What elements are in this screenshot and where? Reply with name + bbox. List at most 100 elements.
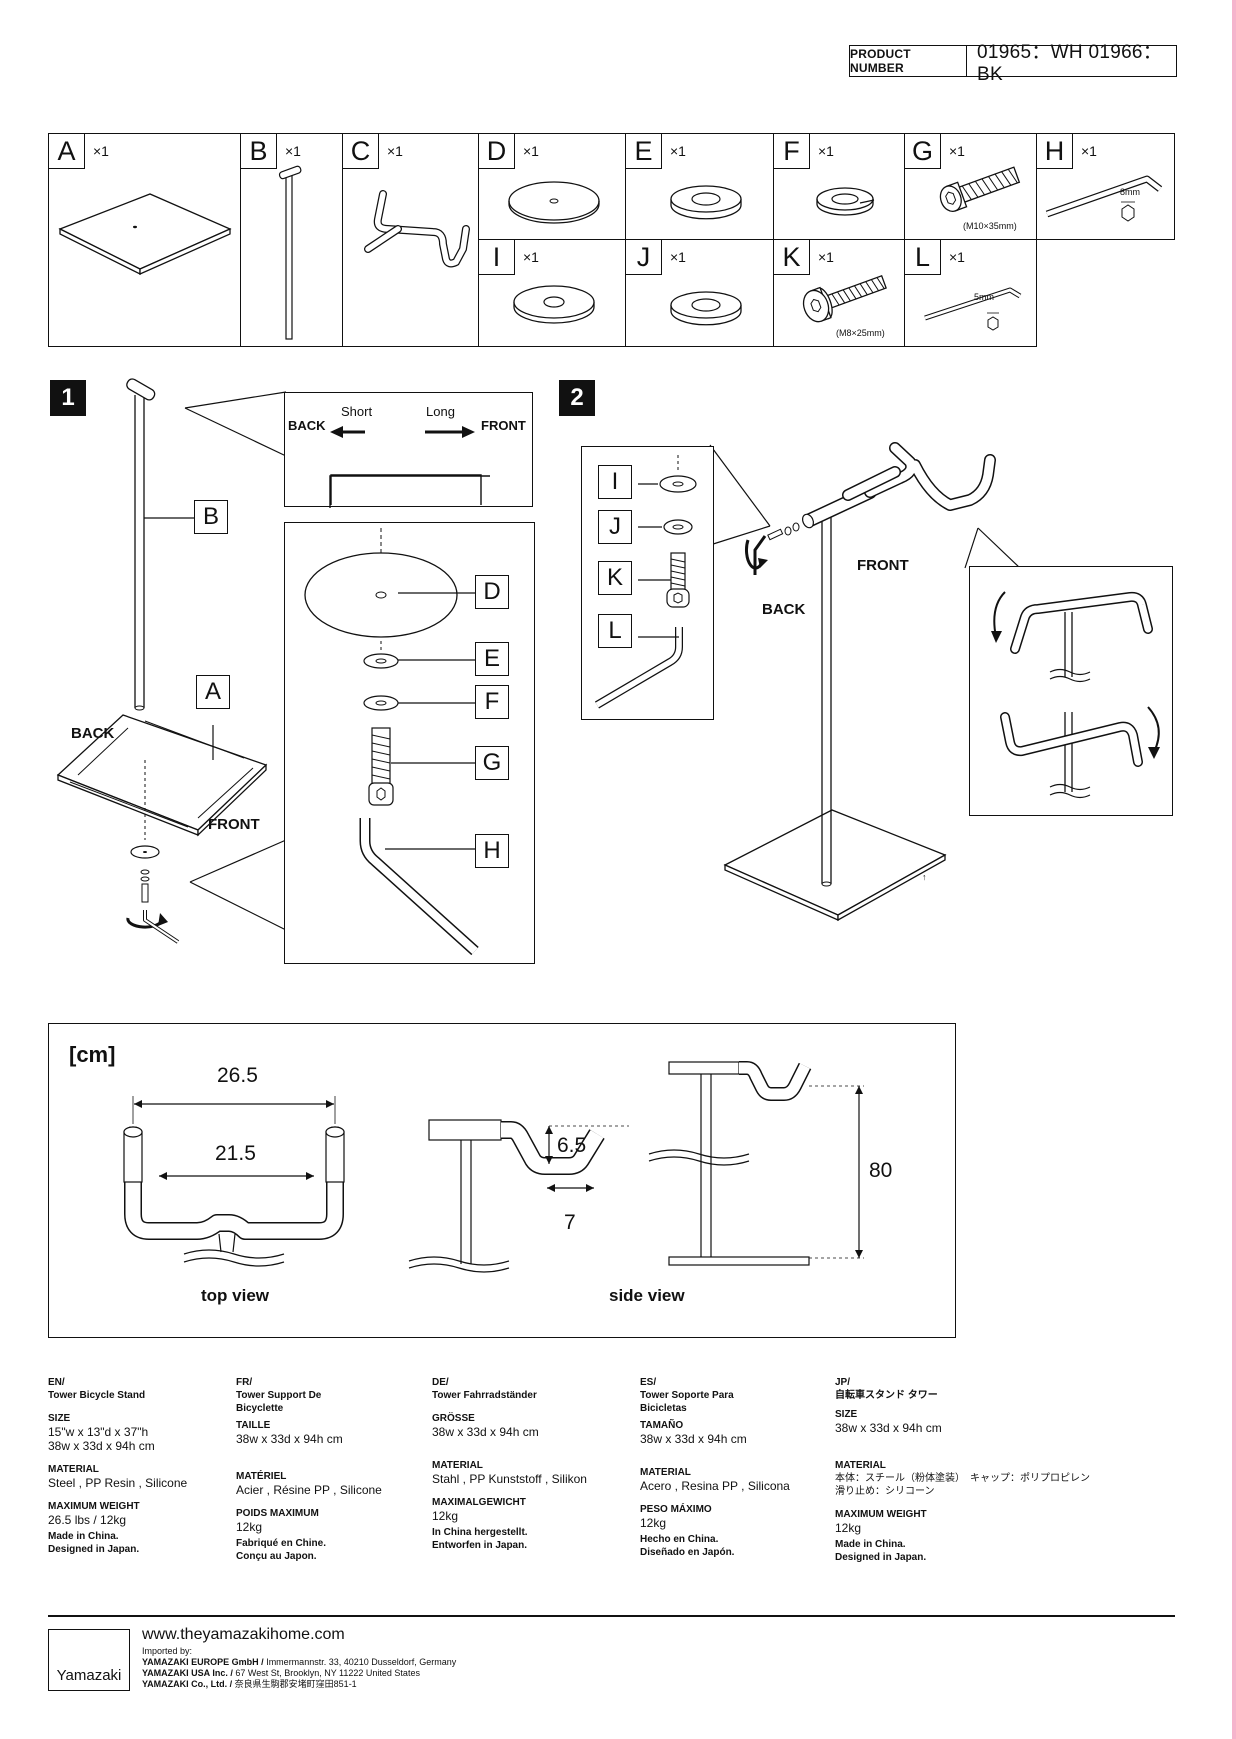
spec-product-name: 自転車スタンド タワー [835, 1390, 938, 1401]
part-l-note: 5mm [974, 292, 994, 302]
part-j-cell: J ×1 [625, 239, 774, 347]
top-view-caption: top view [201, 1286, 270, 1305]
specs-column-de: DE/ Tower Fahrradständer GRÖSSE 38w x 33… [432, 1376, 622, 1552]
part-k-note: (M8×25mm) [836, 328, 885, 338]
spec-weight-label: MAXIMALGEWICHT [432, 1497, 526, 1508]
spec-material: 本体：スチール（粉体塗装） キャップ：ポリプロピレン 滑り止め：シリコーン [835, 1473, 1090, 1497]
part-c-qty: ×1 [387, 143, 403, 159]
step-2-tag-j: J [598, 510, 632, 544]
t-shape [329, 475, 490, 508]
step-2-hardware-diagram [594, 455, 697, 709]
step-1-tag-d: D [475, 575, 509, 609]
importer-japan: YAMAZAKI Co., Ltd. / 奈良県生駒郡安堵町窪田851-1 [142, 1679, 357, 1689]
spec-weight-label: PESO MÁXIMO [640, 1504, 712, 1515]
spec-made: Fabriqué en Chine. Conçu au Japon. [236, 1538, 327, 1562]
spec-product-name: Tower Bicycle Stand [48, 1390, 146, 1401]
spec-material-label: MATERIAL [48, 1464, 99, 1475]
spec-size-label: TAMAÑO [640, 1420, 684, 1431]
spec-made: In China hergestellt. Entworfen in Japan… [432, 1527, 528, 1551]
step-1-diagram [56, 378, 287, 944]
spec-made: Made in China. Designed in Japan. [48, 1531, 140, 1555]
bar-hook-illustration [364, 190, 470, 268]
hex-key-5mm-illustration [924, 287, 1022, 331]
t-junction-diagram [330, 426, 482, 505]
spec-size: 15"w x 13"d x 37"h 38w x 33d x 94h cm [48, 1425, 155, 1453]
base-plate-illustration [58, 193, 232, 276]
part-a-qty: ×1 [93, 143, 109, 159]
part-h-qty: ×1 [1081, 143, 1097, 159]
spec-weight: 12kg [236, 1520, 263, 1534]
spec-weight: 12kg [432, 1509, 459, 1523]
spec-weight: 12kg [835, 1521, 862, 1535]
spec-size-label: SIZE [835, 1409, 858, 1420]
part-c-cell: C ×1 [342, 133, 479, 347]
step-1-tag-a: A [196, 675, 230, 709]
footer-divider [48, 1615, 1175, 1617]
step-2-tag-k: K [598, 561, 632, 595]
step-1-front-label: FRONT [481, 418, 526, 433]
part-i-qty: ×1 [523, 249, 539, 265]
spec-lang: DE/ [432, 1377, 449, 1388]
part-i-letter: I [479, 240, 515, 275]
short-label: Short [341, 404, 373, 419]
specs-column-en: EN/ Tower Bicycle Stand SIZE 15"w x 13"d… [48, 1376, 228, 1556]
spec-lang: EN/ [48, 1377, 65, 1388]
spec-product-name: Tower Fahrradständer [432, 1390, 537, 1401]
spec-material-label: MATERIAL [835, 1460, 886, 1471]
spec-material: Steel , PP Resin , Silicone [48, 1476, 188, 1490]
dimension-top-inner: 21.5 [215, 1142, 256, 1165]
part-e-qty: ×1 [670, 143, 686, 159]
dimension-drawings [123, 1061, 864, 1273]
spec-made: Made in China. Designed in Japan. [835, 1539, 927, 1563]
yamazaki-logo: Yamazaki [48, 1629, 130, 1691]
spec-weight-label: MAXIMUM WEIGHT [48, 1501, 140, 1512]
dimension-unit: [cm] [69, 1042, 116, 1067]
product-number-box: PRODUCT NUMBER 01965：WH 01966：BK [849, 41, 1177, 85]
svg-text:↑: ↑ [922, 872, 927, 882]
part-g-letter: G [905, 134, 941, 169]
washer-j-illustration [670, 291, 742, 326]
part-a-cell: A ×1 [48, 133, 241, 347]
spec-product-name: Tower Support De Bicyclette [236, 1390, 322, 1414]
spec-weight-label: POIDS MAXIMUM [236, 1508, 319, 1519]
part-l-qty: ×1 [949, 249, 965, 265]
spring-washer-illustration [816, 187, 875, 216]
dimension-top-outer: 26.5 [217, 1064, 258, 1087]
part-h-note: 8mm [1120, 187, 1140, 197]
part-d-letter: D [479, 134, 515, 169]
spec-product-name: Tower Soporte Para Bicicletas [640, 1390, 734, 1414]
spec-weight: 26.5 lbs / 12kg [48, 1513, 127, 1527]
hex-key-8mm-illustration [1045, 175, 1163, 222]
spec-size-label: TAILLE [236, 1420, 271, 1431]
spec-size-label: GRÖSSE [432, 1413, 475, 1424]
pole-illustration [278, 165, 302, 340]
website-link[interactable]: www.theyamazakihome.com [142, 1626, 345, 1643]
spec-material: Stahl , PP Kunststoff , Silikon [432, 1472, 587, 1486]
part-b-letter: B [241, 134, 277, 169]
disc-illustration [508, 181, 600, 224]
product-number-value: 01965：WH 01966：BK [977, 41, 1163, 85]
part-j-qty: ×1 [670, 249, 686, 265]
step-1-tag-f: F [475, 685, 509, 719]
spec-lang: JP/ [835, 1377, 851, 1388]
step-2-rotation-callout [969, 566, 1173, 816]
step-1-base-back-label: BACK [71, 725, 115, 742]
part-g-qty: ×1 [949, 143, 965, 159]
spec-size-label: SIZE [48, 1413, 71, 1424]
spec-made: Hecho en China. Diseñado en Japón. [640, 1534, 735, 1558]
dimension-depth: 7 [564, 1211, 576, 1234]
imported-by-label: Imported by: [142, 1646, 193, 1656]
part-k-letter: K [774, 240, 810, 275]
step-1-number: 1 [50, 380, 86, 416]
part-f-cell: F ×1 [773, 133, 905, 240]
dimensions-panel: [cm] [48, 1023, 956, 1338]
part-g-cell: G ×1 (M10×35mm) [904, 133, 1037, 240]
part-j-letter: J [626, 240, 662, 275]
part-k-qty: ×1 [818, 249, 834, 265]
specs-column-jp: JP/ 自転車スタンド タワー SIZE 38w x 33d x 94h cm … [835, 1376, 1125, 1564]
step-2-diagram: ↑ [709, 442, 1021, 922]
part-d-cell: D ×1 [478, 133, 626, 240]
spec-material-label: MATERIAL [432, 1460, 483, 1471]
specs-column-fr: FR/ Tower Support De Bicyclette TAILLE 3… [236, 1376, 416, 1563]
spec-material: Acero , Resina PP , Silicona [640, 1479, 790, 1493]
